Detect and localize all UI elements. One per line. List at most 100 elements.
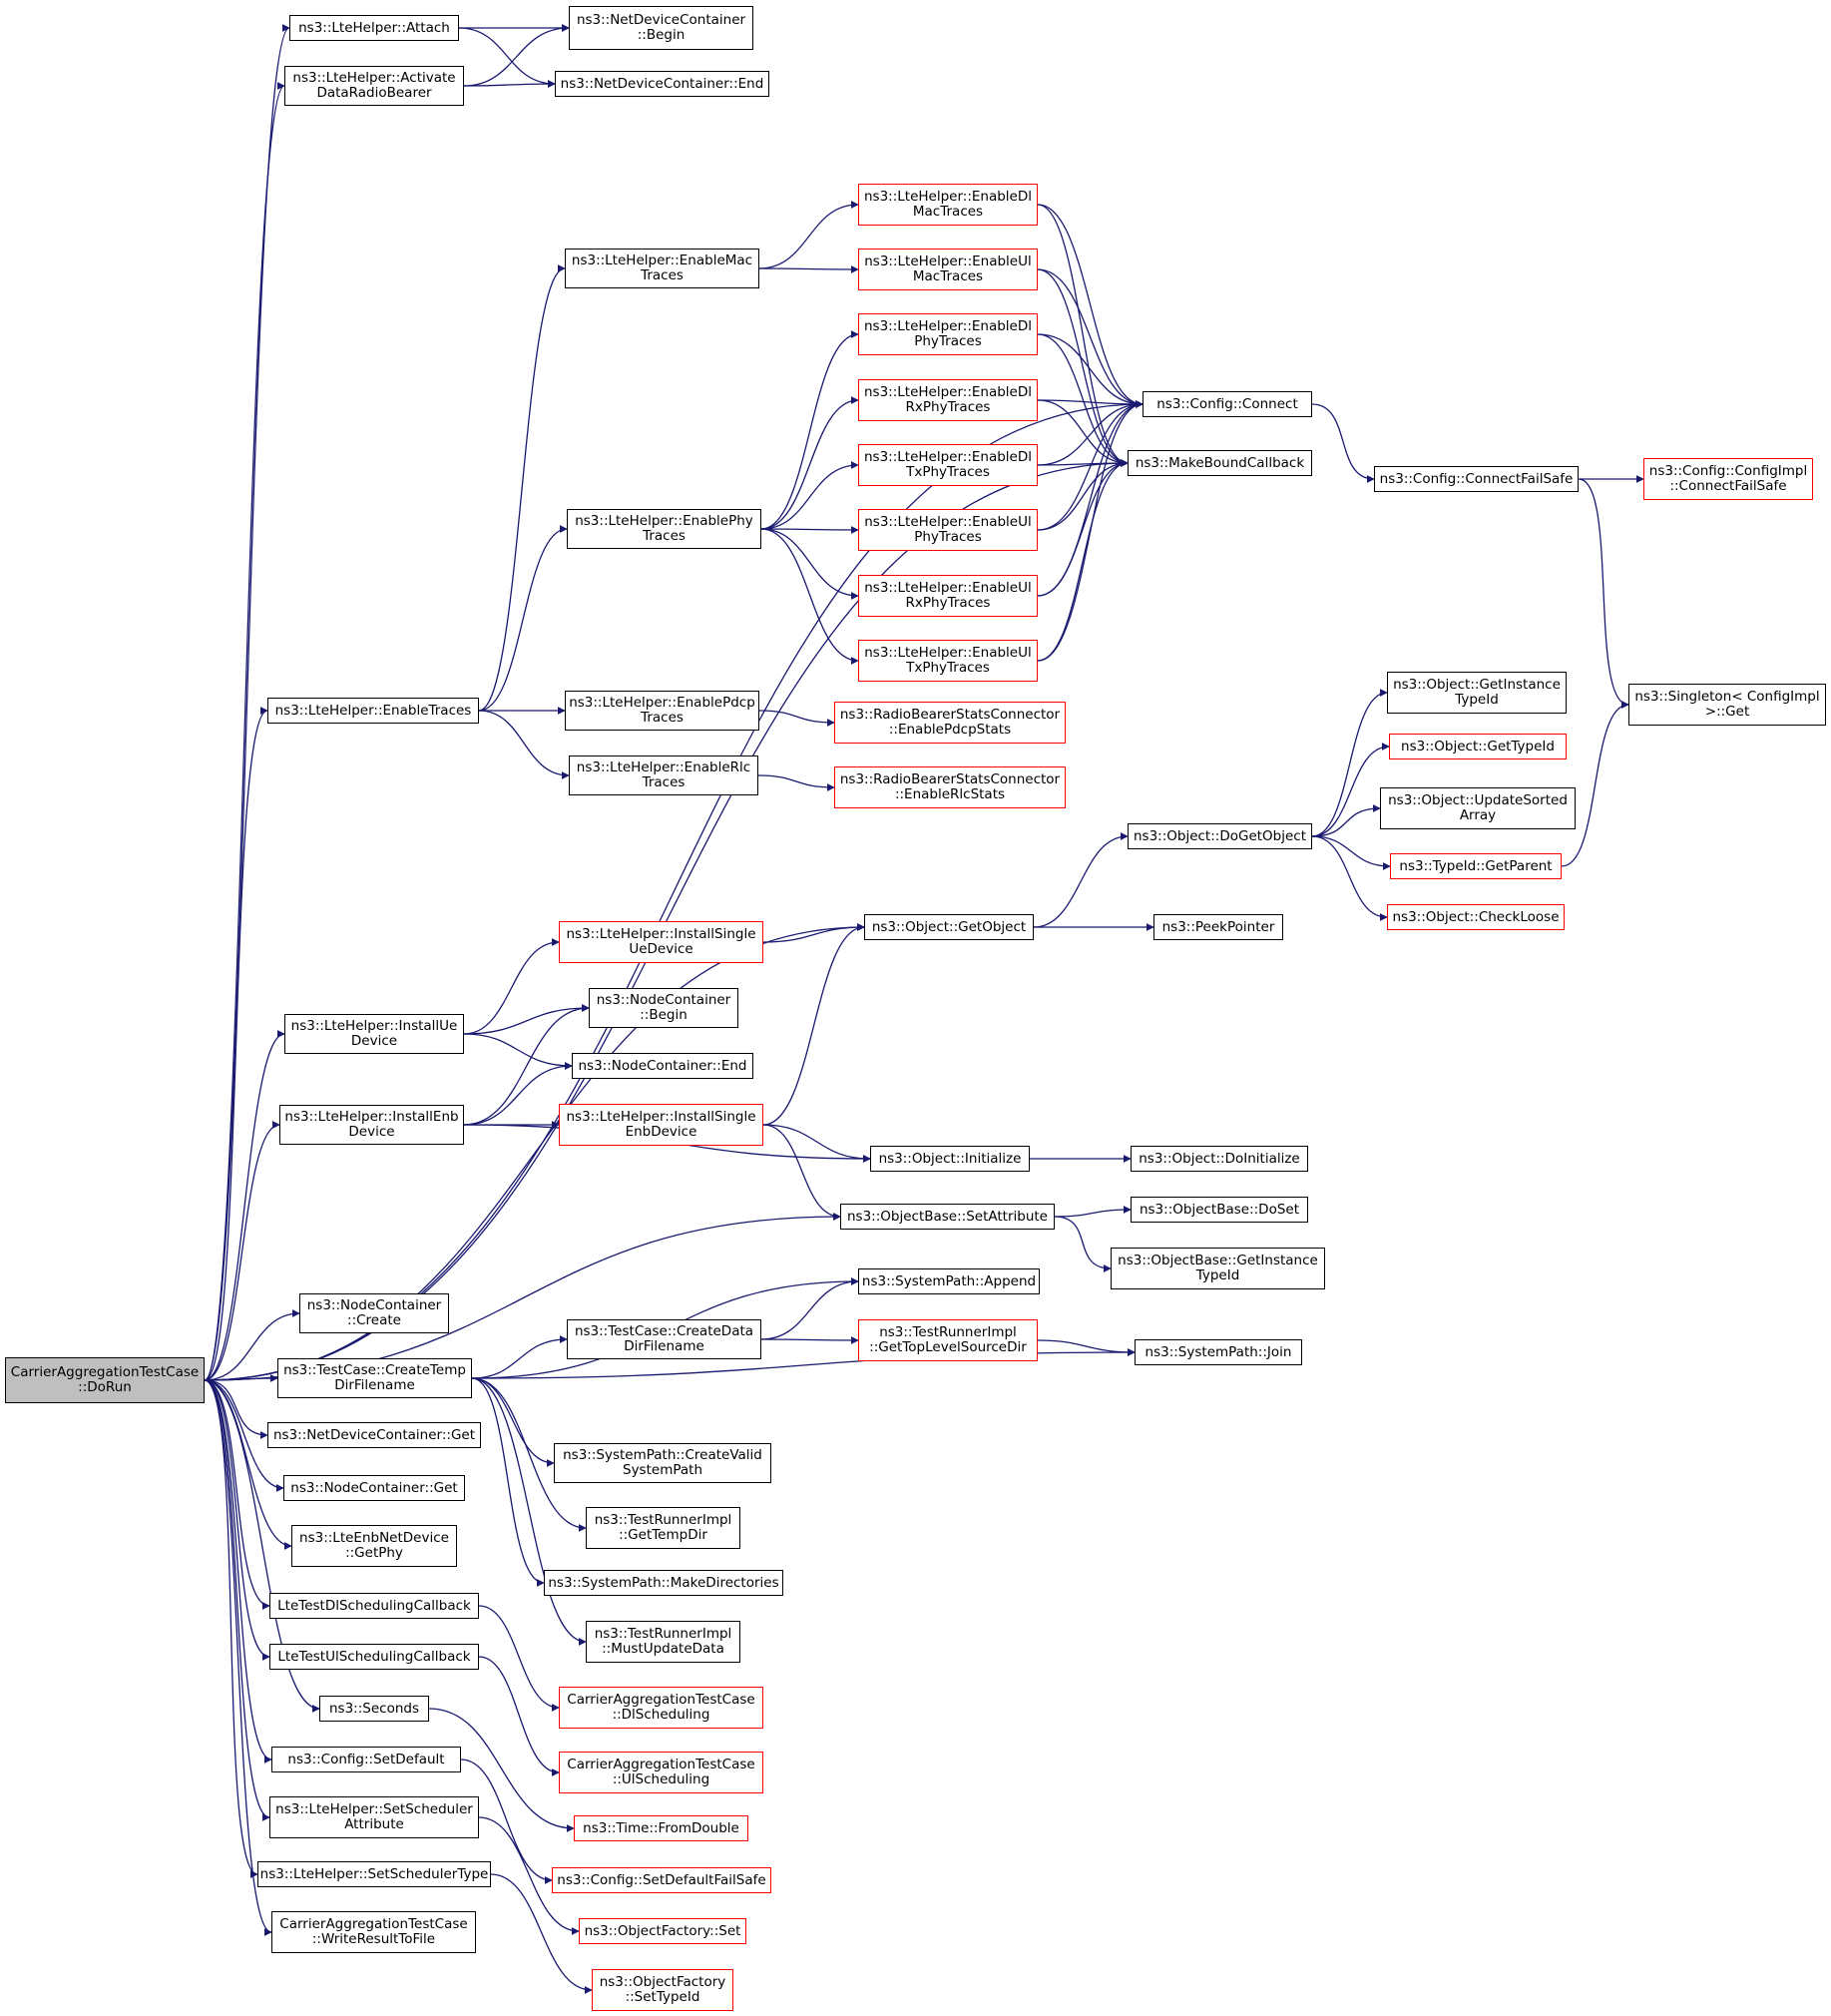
node-seconds[interactable]: ns3::Seconds — [319, 1696, 429, 1722]
node-label-line: TypeId — [1455, 692, 1499, 708]
node-obj-dogetobject[interactable]: ns3::Object::DoGetObject — [1128, 823, 1312, 849]
node-label-line: Attribute — [344, 1816, 404, 1832]
edge-enable-traces-to-enable-mac — [478, 264, 566, 712]
edge-activate-to-ndc-end — [463, 80, 556, 89]
node-sp-append[interactable]: ns3::SystemPath::Append — [858, 1268, 1040, 1294]
node-label-line: RxPhyTraces — [905, 595, 991, 611]
node-of-settypeid[interactable]: ns3::ObjectFactory::SetTypeId — [592, 1969, 733, 2011]
node-ndc-end[interactable]: ns3::NetDeviceContainer::End — [555, 71, 769, 97]
node-ul-sched-cb[interactable]: LteTestUlSchedulingCallback — [269, 1644, 479, 1670]
node-nc-begin[interactable]: ns3::NodeContainer::Begin — [589, 988, 738, 1028]
node-label-line: ::Create — [347, 1312, 401, 1328]
node-tid-getparent[interactable]: ns3::TypeId::GetParent — [1390, 853, 1562, 879]
node-make-bound[interactable]: ns3::MakeBoundCallback — [1128, 450, 1312, 476]
node-label-line: TxPhyTraces — [906, 660, 990, 676]
edge-ul-txphy-to-make-bound — [1037, 459, 1129, 662]
node-tri-gettempdir[interactable]: ns3::TestRunnerImpl::GetTempDir — [586, 1507, 740, 1549]
node-singleton-get[interactable]: ns3::Singleton< ConfigImpl >::Get — [1628, 684, 1826, 726]
node-rbsc-rlc[interactable]: ns3::RadioBearerStatsConnector::EnableRl… — [834, 766, 1066, 808]
node-catc-ulsched[interactable]: CarrierAggregationTestCase::UlScheduling — [559, 1752, 763, 1793]
node-dl-sched-cb[interactable]: LteTestDlSchedulingCallback — [269, 1593, 479, 1619]
edge-seconds-to-time-fromdouble — [428, 1708, 575, 1832]
node-label-line: ns3::Config::SetDefault — [287, 1751, 445, 1767]
node-obj-getobject[interactable]: ns3::Object::GetObject — [864, 914, 1034, 940]
edge-root-to-activate — [204, 82, 285, 1381]
node-nc-end[interactable]: ns3::NodeContainer::End — [572, 1053, 753, 1079]
node-obj-checkloose[interactable]: ns3::Object::CheckLoose — [1387, 904, 1565, 930]
node-label-line: CarrierAggregationTestCase — [567, 1757, 755, 1772]
node-enb-getphy[interactable]: ns3::LteEnbNetDevice::GetPhy — [291, 1525, 457, 1567]
node-label-line: Traces — [641, 710, 684, 726]
node-label-line: Traces — [643, 528, 686, 544]
node-nc-get[interactable]: ns3::NodeContainer::Get — [283, 1475, 465, 1501]
node-label-line: ns3::SystemPath::Join — [1144, 1343, 1292, 1360]
node-label-line: ns3::LteHelper::SetScheduler — [275, 1801, 473, 1817]
edge-tc-create-temp-to-tri-mustupdate — [471, 1377, 587, 1646]
node-obj-get-tid[interactable]: ns3::Object::GetTypeId — [1389, 734, 1567, 759]
node-tri-gettoplevel[interactable]: ns3::TestRunnerImpl::GetTopLevelSourceDi… — [858, 1319, 1038, 1361]
node-cfg-setdefault-fs[interactable]: ns3::Config::SetDefaultFailSafe — [552, 1867, 771, 1893]
node-label-line: ns3::Object::GetInstance — [1393, 677, 1561, 693]
node-sp-join[interactable]: ns3::SystemPath::Join — [1135, 1339, 1302, 1365]
node-catc-write[interactable]: CarrierAggregationTestCase::WriteResultT… — [271, 1911, 476, 1953]
edge-tc-create-data-to-tri-gettoplevel — [760, 1335, 859, 1344]
node-tri-mustupdate[interactable]: ns3::TestRunnerImpl::MustUpdateData — [586, 1621, 740, 1663]
node-label-line: DataRadioBearer — [316, 85, 432, 101]
node-obj-initialize[interactable]: ns3::Object::Initialize — [870, 1146, 1030, 1172]
edge-set-sched-attr-to-of-set — [478, 1816, 580, 1935]
node-set-sched-type[interactable]: ns3::LteHelper::SetSchedulerType — [257, 1861, 491, 1887]
node-cfg-setdefault[interactable]: ns3::Config::SetDefault — [271, 1747, 461, 1772]
node-sp-makedirs[interactable]: ns3::SystemPath::MakeDirectories — [544, 1570, 783, 1596]
edge-enable-traces-to-enable-rlc — [478, 710, 570, 779]
node-label-line: ns3::Object::DoGetObject — [1133, 827, 1307, 844]
node-ob-setattr[interactable]: ns3::ObjectBase::SetAttribute — [840, 1204, 1055, 1230]
edge-install-ue-to-nc-begin — [463, 1004, 590, 1035]
node-label-line: ns3::LteEnbNetDevice — [299, 1530, 449, 1546]
node-ndc-begin[interactable]: ns3::NetDeviceContainer::Begin — [569, 6, 753, 50]
node-time-fromdouble[interactable]: ns3::Time::FromDouble — [574, 1815, 748, 1841]
node-ndc-get[interactable]: ns3::NetDeviceContainer::Get — [267, 1422, 481, 1448]
node-enable-traces[interactable]: ns3::LteHelper::EnableTraces — [267, 698, 479, 724]
edge-cfg-connect-to-cfg-failsafe — [1311, 403, 1375, 483]
node-attach[interactable]: ns3::LteHelper::Attach — [289, 15, 459, 41]
node-peek-pointer[interactable]: ns3::PeekPointer — [1153, 914, 1283, 940]
edge-install-ue-to-install-single-ue — [463, 938, 560, 1035]
node-rbsc-pdcp[interactable]: ns3::RadioBearerStatsConnector::EnablePd… — [834, 702, 1066, 744]
node-obj-doinitialize[interactable]: ns3::Object::DoInitialize — [1131, 1146, 1308, 1172]
node-cfgimpl-failsafe[interactable]: ns3::Config::ConfigImpl::ConnectFailSafe — [1643, 458, 1813, 500]
node-of-set[interactable]: ns3::ObjectFactory::Set — [579, 1918, 746, 1944]
node-ob-doset[interactable]: ns3::ObjectBase::DoSet — [1131, 1197, 1308, 1223]
node-nc-create[interactable]: ns3::NodeContainer::Create — [299, 1293, 449, 1333]
edge-dl-txphy-to-make-bound — [1037, 459, 1129, 468]
node-catc-dlsched[interactable]: CarrierAggregationTestCase::DlScheduling — [559, 1687, 763, 1729]
node-label-line: ns3::ObjectFactory::Set — [584, 1922, 741, 1939]
node-label-line: ns3::TestCase::CreateData — [574, 1323, 754, 1339]
node-cfg-connect[interactable]: ns3::Config::Connect — [1143, 391, 1312, 417]
node-cfg-failsafe[interactable]: ns3::Config::ConnectFailSafe — [1374, 466, 1579, 492]
